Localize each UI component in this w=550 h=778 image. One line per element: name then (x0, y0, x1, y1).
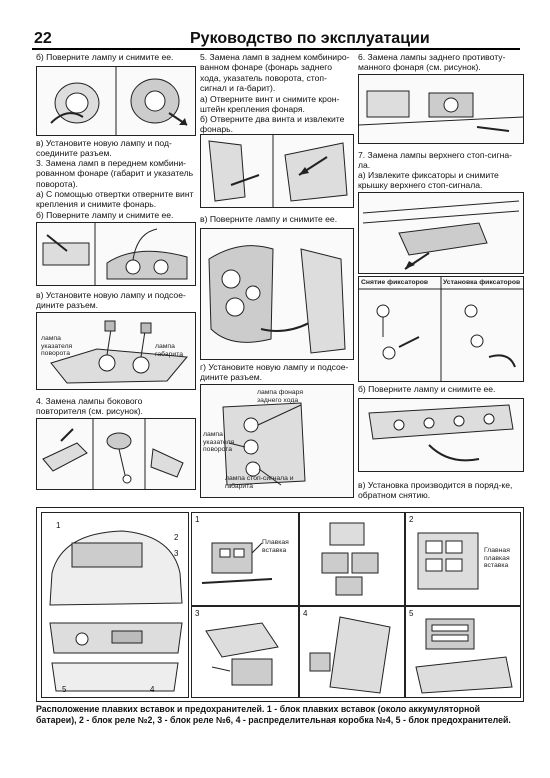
page-title: Руководство по эксплуатации (190, 30, 430, 47)
col2-step-5c: в) Поверните лампу и снимите ее. (200, 214, 338, 224)
page-number: 22 (34, 30, 52, 47)
figure-caption: Расположение плавких вставок и предохран… (36, 704, 511, 725)
label-rear-turn-lamp: лампа указателя поворота (203, 431, 235, 453)
panel-number-5: 5 (409, 609, 414, 618)
col1-step-3b: б) Поверните лампу и снимите ее. (36, 210, 174, 220)
col2-step-5a: а) Отверните винт и снимите крон-штейн к… (200, 94, 340, 115)
fuse-block-5: 5 (405, 606, 521, 698)
label-clip-install: Установка фиксаторов (443, 279, 521, 286)
col1-step-c: в) Установите новую лампу и под-соединит… (36, 138, 172, 159)
front-lamp-bulbs-illustration: лампа указателя поворота лампа габарита (36, 312, 196, 390)
high-stop-lamp-illustration (358, 192, 524, 274)
label-stop-lamp: лампа стоп-сигнала и габарита (225, 475, 294, 490)
label-parking-lamp: лампа габарита (155, 343, 184, 358)
relay-block-detail (299, 512, 405, 606)
panel-number-2: 2 (409, 515, 414, 524)
panel-number-4: 4 (303, 609, 308, 618)
stop-lamp-bulb-illustration (358, 398, 524, 472)
col1-step-3a: а) С помощью отвертки отверните винт кре… (36, 189, 194, 210)
col3-section-6: 6. Замена лампы заднего противоту-манног… (358, 52, 506, 73)
col1-section-3: 3. Замена ламп в переднем комбини-рованн… (36, 158, 194, 189)
label-turn-lamp: лампа указателя поворота (41, 335, 73, 357)
car-overview: 1 2 3 5 4 (41, 512, 189, 698)
marker-3: 3 (174, 549, 179, 558)
col2-step-5b: б) Отверните два винта и извлеките фонар… (200, 114, 345, 135)
junction-box-4: 4 (299, 606, 405, 698)
marker-4: 4 (150, 685, 155, 694)
col2-section-5: 5. Замена ламп в заднем комбиниро-ванном… (200, 52, 350, 93)
header-rule (32, 48, 520, 50)
col3-section-7: 7. Замена лампы верхнего стоп-сигна-ла. (358, 150, 512, 171)
rear-lamp-labeled-illustration: лампа фонаря заднего хода лампа указател… (200, 384, 354, 498)
front-lamp-illustration (36, 222, 196, 286)
lamp-removal-illustration (36, 66, 196, 136)
col1-step-3c: в) Установите новую лампу и подсое-динит… (36, 290, 186, 311)
label-main-fusible-link: Главная плавкая вставка (484, 547, 510, 569)
relay-block-6: 3 (191, 606, 299, 698)
fusible-link-block: 1 Плавкая вставка (191, 512, 299, 606)
rear-lamp-bulb-illustration (200, 228, 354, 360)
marker-5: 5 (62, 685, 67, 694)
col1-step-b: б) Поверните лампу и снимите ее. (36, 52, 174, 62)
rear-lamp-removal-illustration (200, 134, 354, 208)
col3-step-7b: б) Поверните лампу и снимите ее. (358, 384, 496, 394)
panel-number-1: 1 (195, 515, 200, 524)
panel-number-3: 3 (195, 609, 200, 618)
label-fusible-link: Плавкая вставка (262, 539, 289, 554)
col3-step-7a: а) Извлеките фиксаторы и снимите крышку … (358, 170, 499, 191)
clip-removal-illustration: Снятие фиксаторов Установка фиксаторов (358, 276, 524, 382)
col2-step-5d: г) Установите новую лампу и подсое-динит… (200, 362, 349, 383)
side-repeater-illustration (36, 418, 196, 490)
label-clip-removal: Снятие фиксаторов (361, 279, 429, 286)
fuse-location-diagram: 1 2 3 5 4 1 Плавкая вставка (36, 507, 524, 702)
marker-1: 1 (56, 521, 61, 530)
col1-section-4: 4. Замена лампы бокового повторителя (см… (36, 396, 143, 417)
marker-2: 2 (174, 533, 179, 542)
relay-block-2: 2 Главная плавкая вставка (405, 512, 521, 606)
col3-step-7c: в) Установка производится в поряд-ке, об… (358, 480, 513, 501)
fog-lamp-illustration (358, 74, 524, 144)
label-reverse-lamp: лампа фонаря заднего хода (257, 389, 304, 404)
